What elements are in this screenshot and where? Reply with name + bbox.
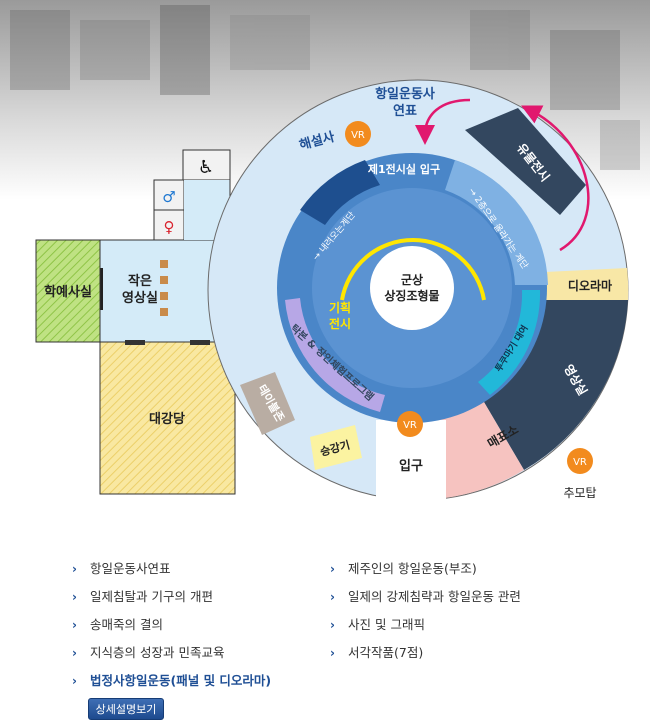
vr-badge-label: VR: [573, 457, 587, 468]
legend-right-column: › 제주인의 항일운동(부조) › 일제의 강제침략과 항일운동 관련 › 사진 및 …: [330, 555, 521, 667]
chevron-right-icon: ›: [330, 618, 335, 632]
small-theater-label-1: 작은: [128, 273, 152, 289]
chevron-right-icon: ›: [72, 674, 77, 688]
elevator-zone: [310, 425, 362, 470]
legend-item-label: 항일운동사연표: [90, 561, 171, 576]
auditorium-room: [99, 341, 236, 495]
auditorium-label: 대강당: [149, 411, 185, 427]
entrance-label: 입구: [399, 459, 423, 474]
study-room-label: 학예사실: [44, 284, 92, 300]
legend-left-column: › 항일운동사연표 › 일제침탈과 기구의 개편 › 송매죽의 결의 › 지식층의 성장…: [72, 555, 271, 695]
legend-item[interactable]: › 지식층의 성장과 민족교육: [72, 639, 271, 667]
planning-label-2: 전시: [329, 316, 351, 331]
experience-band: [285, 298, 385, 412]
legend-item[interactable]: › 사진 및 그래픽: [330, 611, 521, 639]
legend-item[interactable]: › 항일운동사연표: [72, 555, 271, 583]
legend-item[interactable]: › 서각작품(7점): [330, 639, 521, 667]
legend-item-label: 법정사항일운동(패널 및 디오라마): [90, 673, 272, 688]
rental-band: [478, 290, 541, 395]
vr-badge-label: VR: [351, 130, 365, 141]
chevron-right-icon: ›: [330, 562, 335, 576]
background-photo-panels: [10, 5, 640, 170]
male-restroom-icon: ♂: [162, 188, 175, 206]
memorial-label: 추모탑: [563, 486, 596, 500]
vr-badge-label: VR: [403, 420, 417, 431]
center-label-2: 상징조형물: [384, 288, 439, 303]
diorama-label: 디오라마: [568, 278, 612, 293]
stairs-up-band: [445, 160, 548, 285]
legend-item[interactable]: › 일제의 강제침략과 항일운동 관련: [330, 583, 521, 611]
legend-item-label: 사진 및 그래픽: [348, 617, 425, 632]
chevron-right-icon: ›: [330, 590, 335, 604]
circulation-arrow-right: [521, 105, 590, 252]
legend-item[interactable]: › 송매죽의 결의: [72, 611, 271, 639]
legend-item-label: 지식층의 성장과 민족교육: [90, 645, 225, 660]
stairs-down-band: [300, 160, 380, 225]
legend-item-label: 서각작품(7점): [348, 645, 424, 660]
legend-item[interactable]: › 일제침탈과 기구의 개편: [72, 583, 271, 611]
center-sculpture: [370, 246, 454, 330]
table-zone: [240, 372, 295, 435]
accessible-restroom: [182, 149, 231, 181]
planning-label-1: 기획: [329, 300, 351, 315]
small-theater-room: [99, 239, 221, 343]
detail-view-button[interactable]: 상세설명보기: [88, 698, 164, 720]
vr-badge[interactable]: VR: [397, 411, 423, 437]
planning-exhibit-arc: [340, 238, 486, 301]
timeline-label-1: 항일운동사: [375, 86, 435, 102]
center-label-1: 군상: [401, 272, 423, 287]
legend-item-label: 일제의 강제침략과 항일운동 관련: [348, 589, 521, 604]
legend-item-label: 송매죽의 결의: [90, 617, 163, 632]
speaker-icons: [160, 260, 168, 316]
floor-map: ♿ ♂ ♀ 작은 영상실 학예사실 대강당 디오라마 입구 기획 전: [0, 0, 650, 502]
timeline-label-2: 연표: [393, 104, 417, 119]
study-room: [35, 239, 101, 343]
female-restroom-icon: ♀: [164, 218, 175, 236]
small-theater-label-2: 영상실: [122, 290, 158, 306]
legend-item-active[interactable]: › 법정사항일운동(패널 및 디오라마): [72, 667, 271, 695]
legend-item-label: 제주인의 항일운동(부조): [348, 561, 477, 576]
circulation-arrow-top: [415, 98, 471, 145]
first-room-entrance-label: 제1전시실 입구: [368, 162, 440, 176]
chevron-right-icon: ›: [72, 646, 77, 660]
chevron-right-icon: ›: [72, 618, 77, 632]
vr-badge[interactable]: VR: [345, 121, 371, 147]
diorama-zone: [545, 268, 629, 300]
legend-item[interactable]: › 제주인의 항일운동(부조): [330, 555, 521, 583]
vr-badge[interactable]: VR: [567, 448, 593, 474]
chevron-right-icon: ›: [330, 646, 335, 660]
wheelchair-icon: ♿: [198, 157, 214, 178]
chevron-right-icon: ›: [72, 590, 77, 604]
relics-zone: [465, 108, 586, 215]
legend-item-label: 일제침탈과 기구의 개편: [90, 589, 213, 604]
chevron-right-icon: ›: [72, 562, 77, 576]
